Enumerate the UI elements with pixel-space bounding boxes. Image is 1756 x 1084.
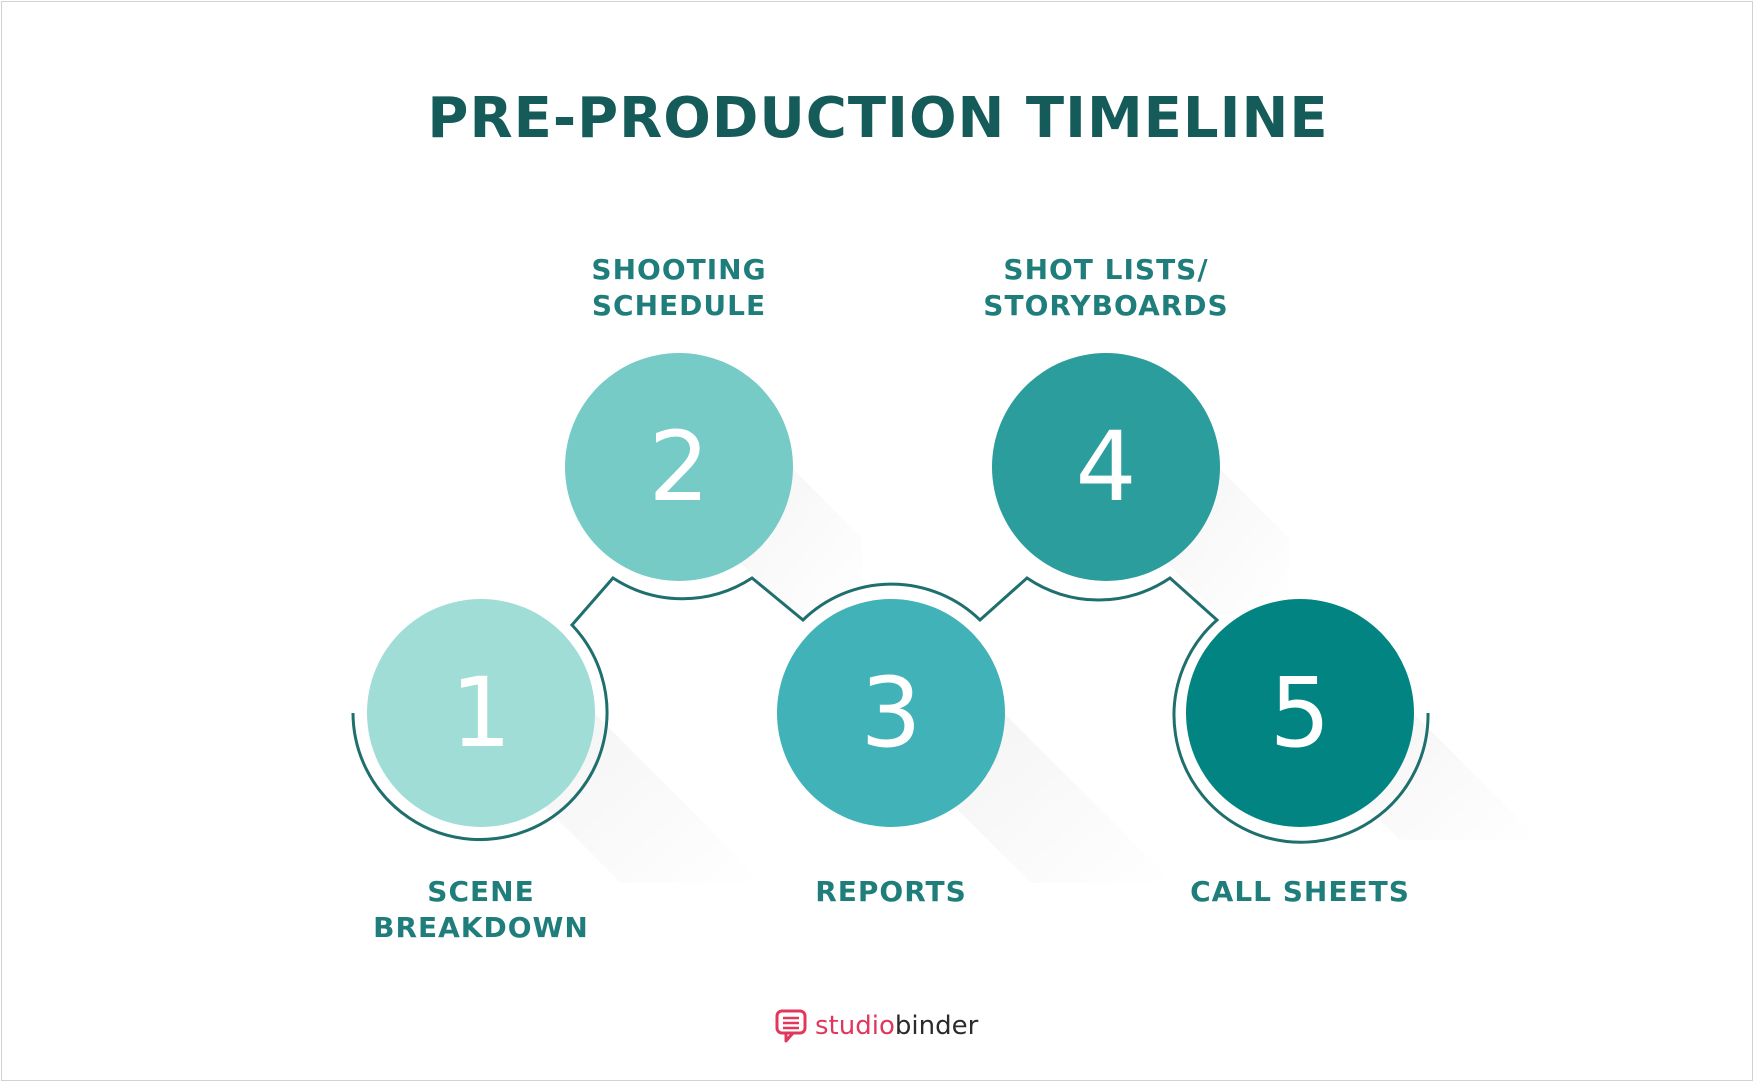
logo-text-binder: binder [894, 1011, 979, 1041]
step-circle-4 [992, 353, 1220, 581]
step-label-4: SHOT LISTS/ STORYBOARDS [983, 253, 1229, 322]
connector-line [351, 576, 1430, 844]
step-number-2: 2 [648, 411, 710, 523]
step-circle-5 [1186, 599, 1414, 827]
step-label-3: REPORTS [815, 875, 967, 908]
speech-bubble-icon [775, 1009, 807, 1043]
step-number-3: 3 [860, 657, 922, 769]
step-label-1: SCENE BREAKDOWN [373, 875, 589, 944]
step-number-1: 1 [450, 657, 512, 769]
step-label-5: CALL SHEETS [1190, 875, 1410, 908]
step-label-2: SHOOTING SCHEDULE [591, 253, 767, 322]
page-title: PRE-PRODUCTION TIMELINE [427, 86, 1329, 151]
step-circle-3 [777, 599, 1005, 827]
step-circle-1 [367, 599, 595, 827]
logo-wordmark: studiobinder [815, 1011, 978, 1041]
logo-text-studio: studio [815, 1011, 895, 1041]
step-number-5: 5 [1269, 657, 1331, 769]
step-number-4: 4 [1075, 411, 1137, 523]
studiobinder-logo: studiobinder [775, 1009, 978, 1043]
step-circle-2 [565, 353, 793, 581]
